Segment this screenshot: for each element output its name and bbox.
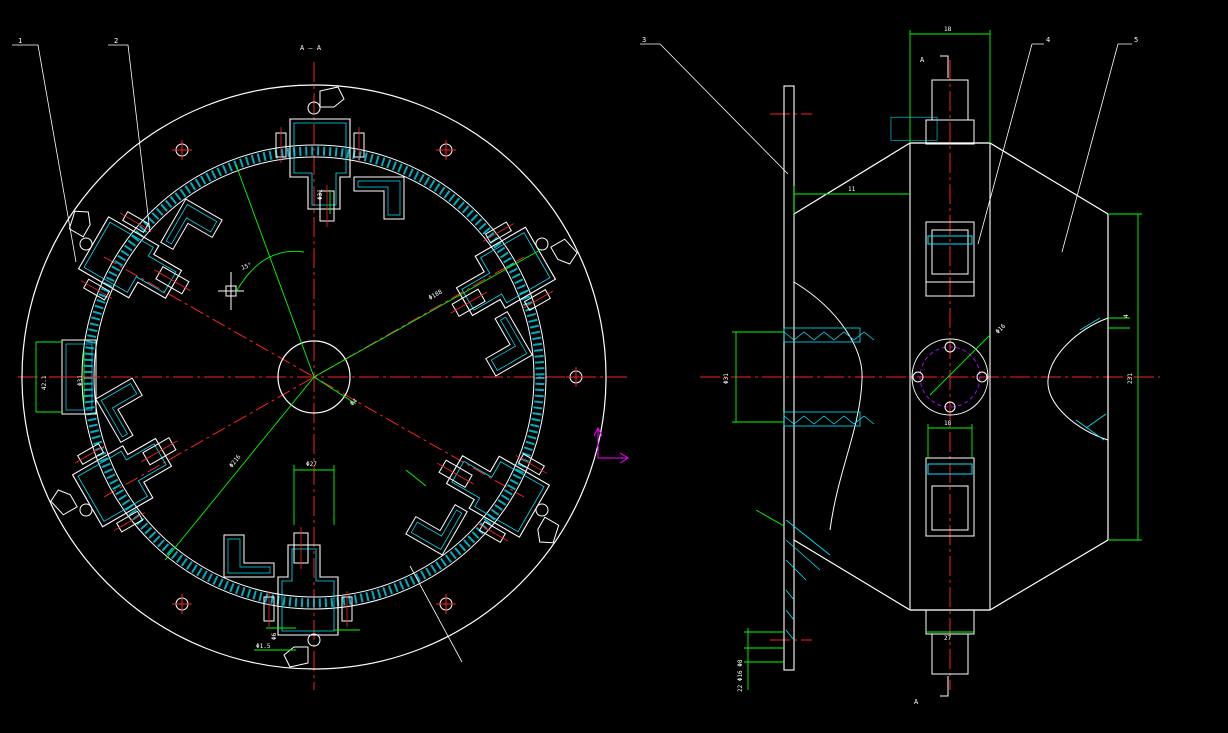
dim-side-width-top: 18 <box>944 26 952 33</box>
side-plate <box>783 85 795 671</box>
upper-gripper-window <box>925 221 975 297</box>
dim-upper-slot: Φ31 <box>317 189 324 200</box>
view-marker-bottom: A <box>914 698 919 706</box>
leader-label-5: 5 <box>1134 36 1138 44</box>
top-shaft <box>890 55 975 145</box>
dim-side-block: 18 <box>944 420 952 427</box>
left-flange <box>60 339 100 415</box>
leader-lines-left <box>12 44 463 663</box>
dim-left-height: 42.1 <box>41 375 48 390</box>
bottom-shaft <box>925 609 975 697</box>
outer-disc <box>21 84 607 670</box>
dim-left-inner: Φ31 <box>77 375 84 386</box>
dimensions-right <box>732 30 1142 690</box>
crosshair-marker <box>218 272 244 310</box>
dim-bottom-small: Φ6 <box>271 632 278 640</box>
leader-lines-right <box>640 43 1132 253</box>
leader-label-3: 3 <box>642 36 646 44</box>
dim-angle: 15° <box>240 262 253 272</box>
center-hub <box>277 340 351 414</box>
dimensions-left <box>35 164 541 651</box>
dim-bottom-left: Φ1.5 <box>256 643 271 650</box>
dim-side-right-small: 4 <box>1123 314 1130 318</box>
right-cutout <box>1047 317 1109 441</box>
bolt-holes <box>79 101 586 647</box>
dim-side-offset: 11 <box>848 186 856 193</box>
dim-side-left: Φ31 <box>723 373 730 384</box>
dim-bottom-width: Φ27 <box>306 461 317 468</box>
center-bolt-circle <box>911 338 989 416</box>
dim-side-right: 231 <box>1127 373 1134 384</box>
ucs-icon <box>593 426 629 464</box>
dim-side-bottom: 27 <box>944 635 952 642</box>
hatched-strips <box>783 317 1107 641</box>
section-view-a-a: A — A 1 2 42.1 Φ31 Φ31 Φ4 Φ188 Φ216 15° … <box>12 37 629 690</box>
leader-label-4: 4 <box>1046 36 1050 44</box>
dim-side-footer: 22 Φ16 Φ8 <box>737 659 744 692</box>
lower-gripper-window <box>925 457 975 537</box>
section-label: A — A <box>300 44 322 52</box>
left-cutout <box>793 281 863 531</box>
leader-label-1: 1 <box>18 37 22 45</box>
dim-center-hole: Φ4 <box>349 397 359 407</box>
leader-label-2: 2 <box>114 37 118 45</box>
view-marker-top: A <box>920 56 925 64</box>
